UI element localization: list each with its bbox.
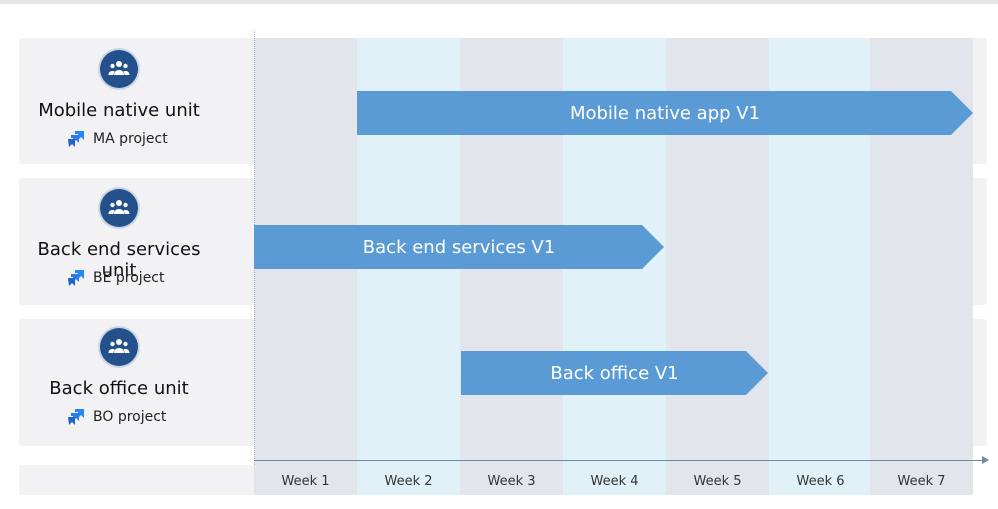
week-label: Week 6 (796, 474, 845, 489)
week-label: Week 2 (384, 474, 433, 489)
unit-name-backoffice: Back office unit (49, 378, 189, 399)
unit-name-mobile: Mobile native unit (38, 100, 200, 121)
axis-arrow-icon (982, 456, 989, 464)
bar-back-office-v1[interactable]: Back office V1 (461, 351, 768, 395)
bar-mobile-native-app-v1[interactable]: Mobile native app V1 (357, 91, 973, 135)
week-label: Week 7 (897, 474, 946, 489)
project-label: MA project (93, 131, 168, 147)
bar-back-end-services-v1[interactable]: Back end services V1 (254, 225, 664, 269)
timeline-axis (254, 460, 984, 461)
week-label: Week 4 (590, 474, 639, 489)
top-border (0, 0, 998, 4)
week-label: Week 1 (281, 474, 330, 489)
project-label: BE project (93, 270, 165, 286)
project-link-bo[interactable]: BO project (67, 408, 166, 426)
unit-name-backend: Back end services unit (37, 239, 201, 281)
team-icon (100, 328, 138, 366)
jira-icon (68, 270, 84, 286)
project-link-ma[interactable]: MA project (67, 130, 168, 148)
project-label: BO project (93, 409, 167, 425)
week-label: Week 5 (693, 474, 742, 489)
project-link-be[interactable]: BE project (67, 269, 165, 287)
team-icon (100, 50, 138, 88)
team-icon (100, 189, 138, 227)
week-label: Week 3 (487, 474, 536, 489)
jira-icon (68, 131, 84, 147)
jira-icon (68, 409, 84, 425)
